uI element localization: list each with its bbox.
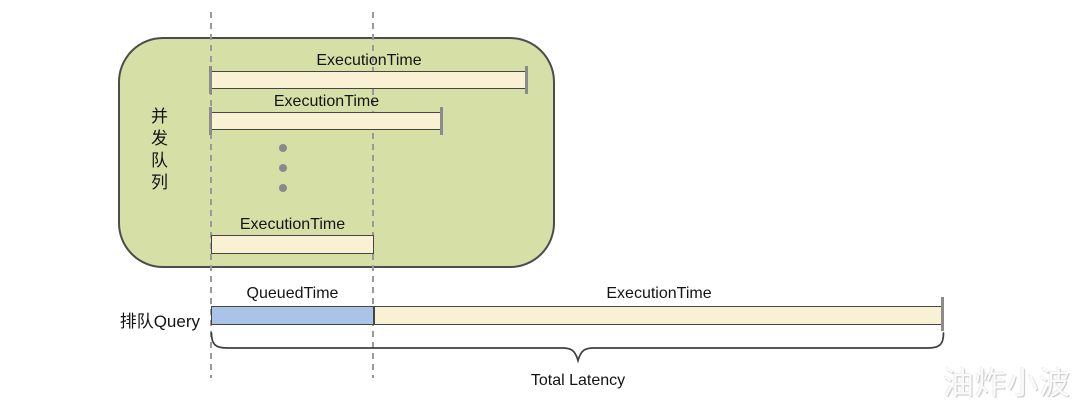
bar-endcap-right bbox=[941, 297, 944, 331]
ellipsis-dot bbox=[279, 144, 287, 152]
execution-bar-label: ExecutionTime bbox=[239, 216, 346, 233]
execution-bar-label: ExecutionTime bbox=[273, 93, 380, 110]
execution-bar bbox=[211, 71, 527, 89]
watermark: 油炸小波 bbox=[943, 366, 1071, 401]
execution-bar bbox=[211, 112, 442, 130]
execution-time-label: ExecutionTime bbox=[606, 285, 712, 302]
execution-bar bbox=[211, 235, 374, 254]
bar-endcap-left bbox=[209, 107, 212, 135]
bar-endcap-left bbox=[209, 66, 212, 94]
queued-time-label: QueuedTime bbox=[246, 285, 339, 302]
ellipsis-dot bbox=[279, 164, 287, 172]
queue-box-label: 并 发 队 列 bbox=[151, 107, 169, 192]
guide-line-left bbox=[210, 12, 212, 378]
total-latency-label: Total Latency bbox=[530, 372, 626, 389]
bar-endcap-right bbox=[525, 66, 528, 94]
execution-time-bar bbox=[374, 306, 944, 325]
queued-query-row-label: 排队Query bbox=[119, 312, 200, 331]
queued-time-bar bbox=[211, 306, 374, 325]
execution-bar-label: ExecutionTime bbox=[316, 52, 422, 69]
ellipsis-dot bbox=[279, 184, 287, 192]
guide-line-right bbox=[372, 12, 374, 378]
bar-endcap-right bbox=[440, 107, 443, 135]
